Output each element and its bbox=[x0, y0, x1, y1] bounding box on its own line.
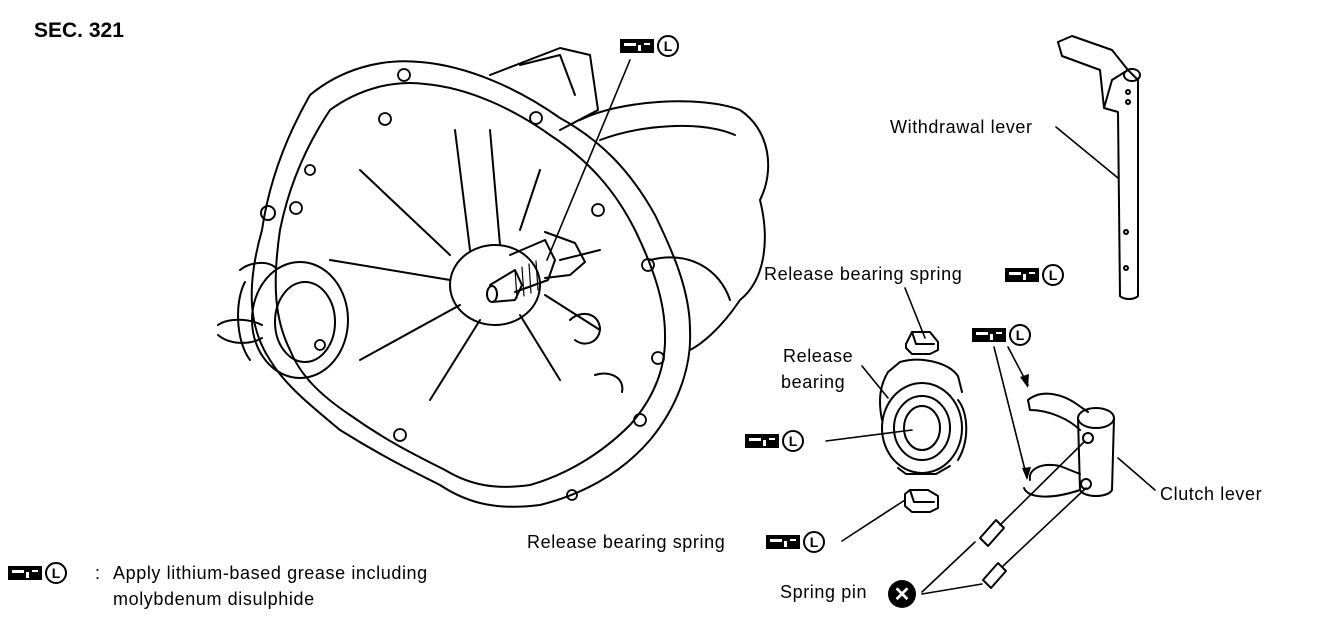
grease-gun-icon bbox=[766, 535, 800, 549]
legend-separator: : bbox=[95, 563, 101, 583]
clutch-lever-label: Clutch lever bbox=[1160, 484, 1263, 504]
x-circle-icon: ✕ bbox=[888, 580, 916, 608]
release-bearing-label-line1: Release bbox=[783, 346, 854, 366]
withdrawal-lever-label: Withdrawal lever bbox=[890, 117, 1033, 137]
legend-text-line1: Apply lithium-based grease including bbox=[113, 563, 428, 583]
grease-symbol-spring-bottom: L bbox=[766, 531, 825, 553]
release-bearing bbox=[879, 358, 968, 475]
release-bearing-label-line2: bearing bbox=[781, 372, 846, 392]
release-bearing-spring-top-label: Release bearing spring bbox=[764, 264, 963, 284]
spring-pins bbox=[979, 519, 1007, 589]
grease-gun-icon bbox=[972, 328, 1006, 342]
withdrawal-lever bbox=[1057, 35, 1141, 300]
grease-gun-icon bbox=[1005, 268, 1039, 282]
grease-symbol-spring-top: L bbox=[1005, 264, 1064, 286]
grease-gun-icon bbox=[745, 434, 779, 448]
grease-gun-icon bbox=[8, 566, 42, 580]
transaxle-case bbox=[217, 47, 770, 508]
lubricant-l-icon: L bbox=[782, 430, 804, 452]
grease-symbol-bearing: L bbox=[745, 430, 804, 452]
arrowheads bbox=[1020, 374, 1031, 480]
grease-symbol-clutch-lever: L bbox=[972, 324, 1031, 346]
lubricant-l-icon: L bbox=[1042, 264, 1064, 286]
lubricant-l-icon: L bbox=[1009, 324, 1031, 346]
release-bearing-spring-top bbox=[905, 331, 939, 355]
clutch-lever bbox=[1023, 392, 1115, 498]
grease-symbol-shaft: L bbox=[620, 35, 679, 57]
spring-pin-label: Spring pin bbox=[780, 582, 868, 602]
release-bearing-spring-bottom-label: Release bearing spring bbox=[527, 532, 726, 552]
legend-text-line2: molybdenum disulphide bbox=[113, 589, 315, 609]
lubricant-l-icon: L bbox=[45, 562, 67, 584]
legend-symbol: L bbox=[8, 562, 67, 584]
leader-lines bbox=[546, 59, 1156, 595]
grease-gun-icon bbox=[620, 39, 654, 53]
lubricant-l-icon: L bbox=[803, 531, 825, 553]
lubricant-l-icon: L bbox=[657, 35, 679, 57]
release-bearing-spring-bottom bbox=[904, 489, 939, 513]
section-number: SEC. 321 bbox=[34, 19, 124, 42]
